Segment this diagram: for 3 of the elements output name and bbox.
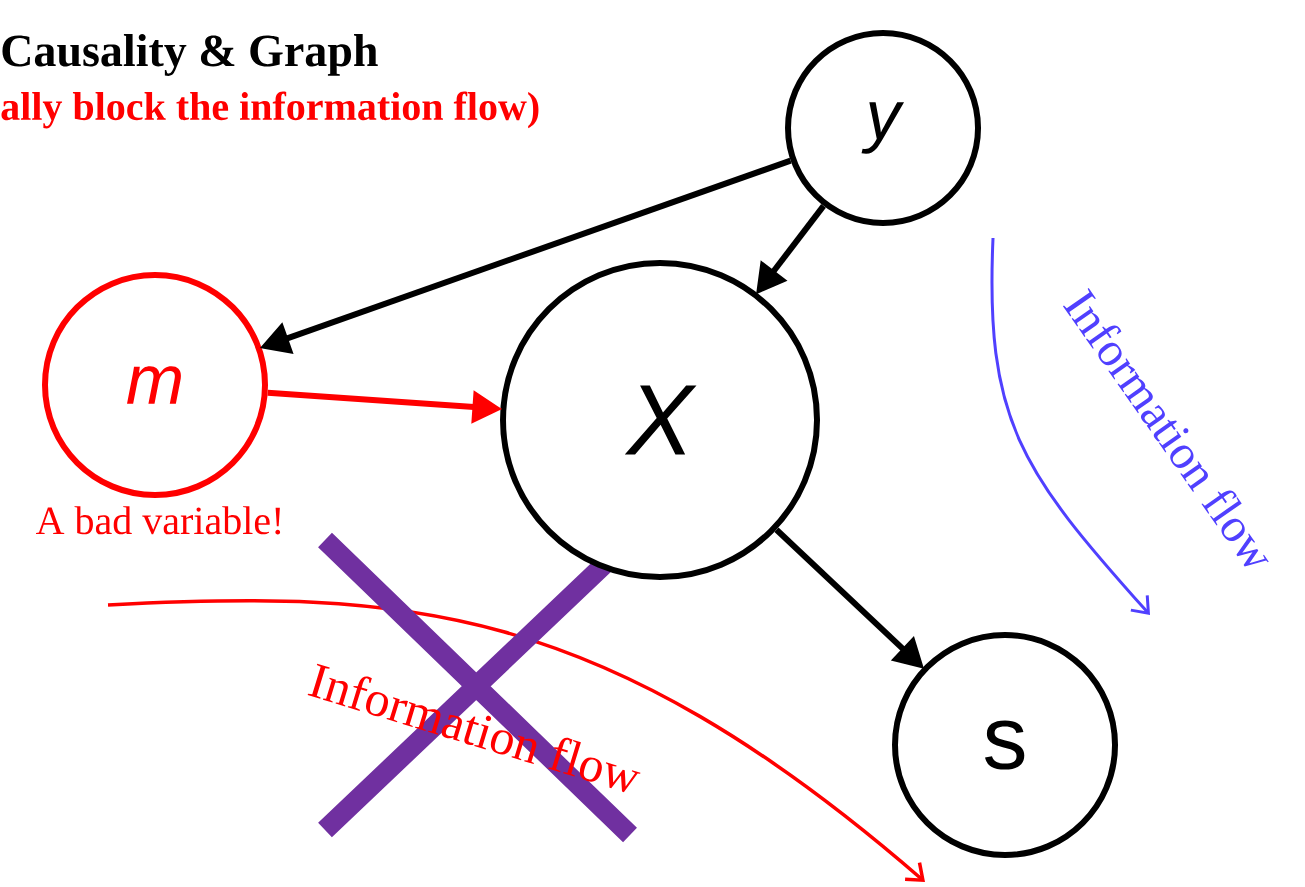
node-caption: A bad variable! xyxy=(36,506,281,535)
title: Causality & Graph xyxy=(2,34,378,76)
subtitle: ally block the information flow) xyxy=(1,91,539,129)
